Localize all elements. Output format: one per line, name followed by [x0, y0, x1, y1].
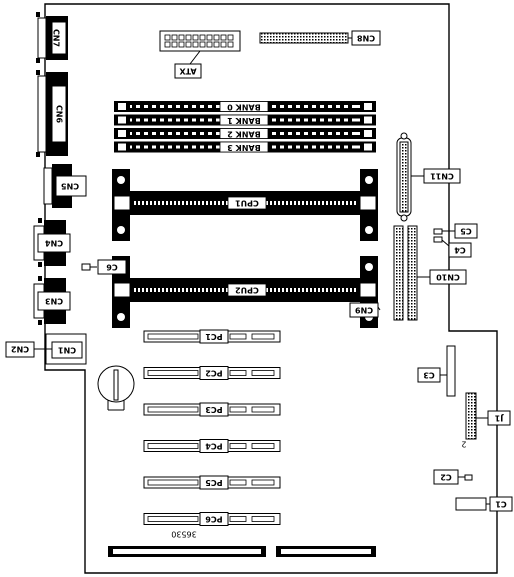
battery: [97, 365, 135, 411]
cn7-connector: CN7: [36, 12, 68, 63]
pci-slot-label: PC3: [205, 405, 222, 414]
atx-pin: [185, 41, 192, 48]
c6-label: C6: [106, 263, 118, 272]
atx-pin: [220, 41, 227, 48]
j1-label: J1: [494, 414, 504, 423]
cn5-connector: CN5: [43, 164, 87, 208]
cn10-header: CN10: [393, 225, 467, 321]
figure-id-label: 36530: [171, 530, 196, 539]
pci-slot-label: PC6: [205, 515, 223, 524]
cn11-connector: CN11: [396, 132, 461, 222]
memory-bank-label: BANK 1: [227, 116, 261, 125]
atx-pin: [178, 34, 185, 41]
c5-label: C5: [460, 227, 472, 236]
c2-label: C2: [440, 473, 451, 482]
memory-bank-3: BANK 3: [114, 141, 376, 153]
atx-pin: [164, 41, 171, 48]
c2-component: C2: [433, 469, 473, 485]
memory-bank-label: BANK 0: [227, 103, 261, 112]
cn11-label: CN11: [430, 172, 454, 181]
atx-pin: [185, 34, 192, 41]
atx-pin: [192, 34, 199, 41]
cn9-label: CN9: [355, 306, 374, 315]
cpu-slot-label: CPU1: [235, 199, 259, 208]
pci-slot-2: PC2: [143, 366, 281, 380]
cn1-connector: CN1: [45, 333, 87, 365]
atx-pin: [213, 41, 220, 48]
c1-label: C1: [495, 500, 507, 509]
memory-bank-label: BANK 2: [227, 130, 261, 139]
pci-slot-4: PC4: [143, 439, 281, 453]
c6-component: C6: [81, 259, 127, 275]
cn7-label: CN7: [52, 29, 61, 47]
cn3-label: CN3: [45, 297, 63, 306]
pci-slot-label: PC4: [205, 442, 223, 451]
atx-pin: [199, 41, 206, 48]
memory-bank-1: BANK 1: [114, 114, 376, 126]
memory-bank-label: BANK 3: [227, 143, 261, 152]
cn2-callout: CN2: [5, 341, 52, 358]
pci-slot-label: PC2: [205, 369, 222, 378]
atx-pin: [192, 41, 199, 48]
cn4-connector: CN4: [33, 218, 71, 267]
atx-pin: [178, 41, 185, 48]
j1-pin-label: 2: [461, 440, 466, 449]
atx-pin: [220, 34, 227, 41]
pci-slot-3: PC3: [143, 402, 281, 417]
pci-slot-label: PC5: [205, 478, 223, 487]
bottom-slot-left: [108, 546, 266, 557]
c5-component: C5: [433, 223, 478, 239]
atx-pin: [164, 34, 171, 41]
c3-label: C3: [423, 371, 434, 380]
cpu-slot-2: CPU2: [112, 256, 378, 328]
cpu-slot-label: CPU2: [235, 286, 259, 295]
memory-bank-0: BANK 0: [114, 101, 376, 112]
memory-bank-2: BANK 2: [114, 128, 376, 139]
atx-label: ATX: [179, 67, 197, 76]
c4-label: C4: [454, 246, 466, 255]
c1-component: C1: [455, 496, 513, 512]
pci-slot-5: PC5: [143, 475, 281, 490]
atx-pin: [227, 41, 234, 48]
pci-slot-6: PC6: [143, 512, 281, 526]
cn1-label: CN1: [58, 346, 77, 355]
c4-component: C4: [433, 236, 472, 258]
atx-pin: [206, 41, 213, 48]
cn3-connector: CN3: [33, 276, 71, 325]
cn2-label: CN2: [11, 345, 29, 354]
cn10-label: CN10: [436, 273, 460, 282]
pci-slot-1: PC1: [143, 329, 281, 344]
cpu-slot-1: CPU1: [112, 169, 378, 241]
bottom-slot-right: [276, 546, 376, 557]
cn6-connector: CN6: [36, 70, 68, 157]
j1-jumper: J1 2: [461, 392, 511, 449]
c3-component: C3: [417, 345, 456, 397]
memory-bank-group: BANK 0 BANK 1 BANK 2 BANK 3: [114, 101, 376, 153]
atx-pin: [171, 41, 178, 48]
cn8-header: CN8: [259, 30, 381, 46]
cn5-label: CN5: [61, 182, 80, 191]
atx-pin: [206, 34, 213, 41]
atx-pin: [199, 34, 206, 41]
cn6-label: CN6: [55, 105, 64, 124]
pci-slot-label: PC1: [205, 332, 223, 341]
cn8-label: CN8: [357, 34, 376, 43]
cn4-label: CN4: [45, 239, 64, 248]
atx-pin: [227, 34, 234, 41]
cn9-callout: CN9: [349, 302, 381, 318]
atx-pin: [213, 34, 220, 41]
board-outline: [44, 3, 498, 574]
atx-power-connector: ATX: [159, 30, 241, 79]
atx-pin: [171, 34, 178, 41]
